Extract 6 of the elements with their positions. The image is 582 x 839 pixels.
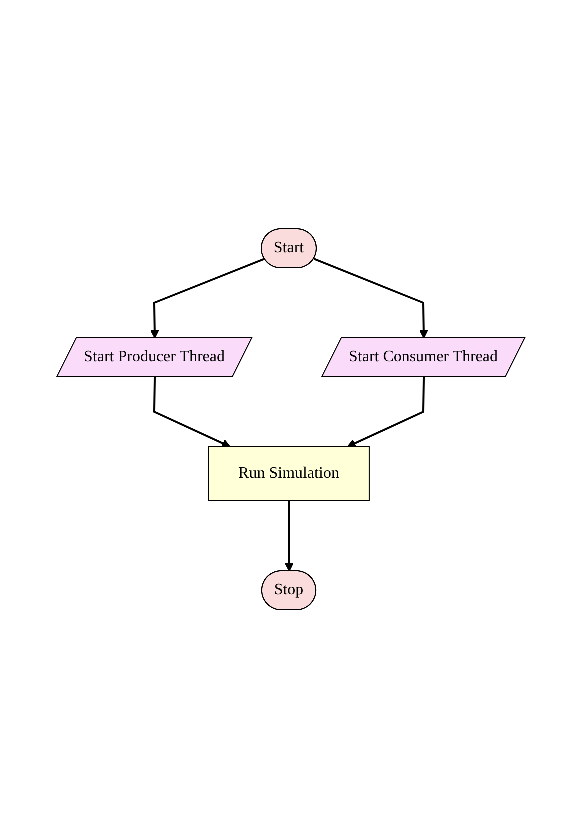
- arrow: [314, 258, 428, 339]
- arrow: [150, 258, 266, 339]
- arrow: [284, 501, 294, 572]
- arrow: [153, 377, 231, 448]
- node-box: Run Simulation: [208, 446, 370, 502]
- arrow: [347, 377, 425, 448]
